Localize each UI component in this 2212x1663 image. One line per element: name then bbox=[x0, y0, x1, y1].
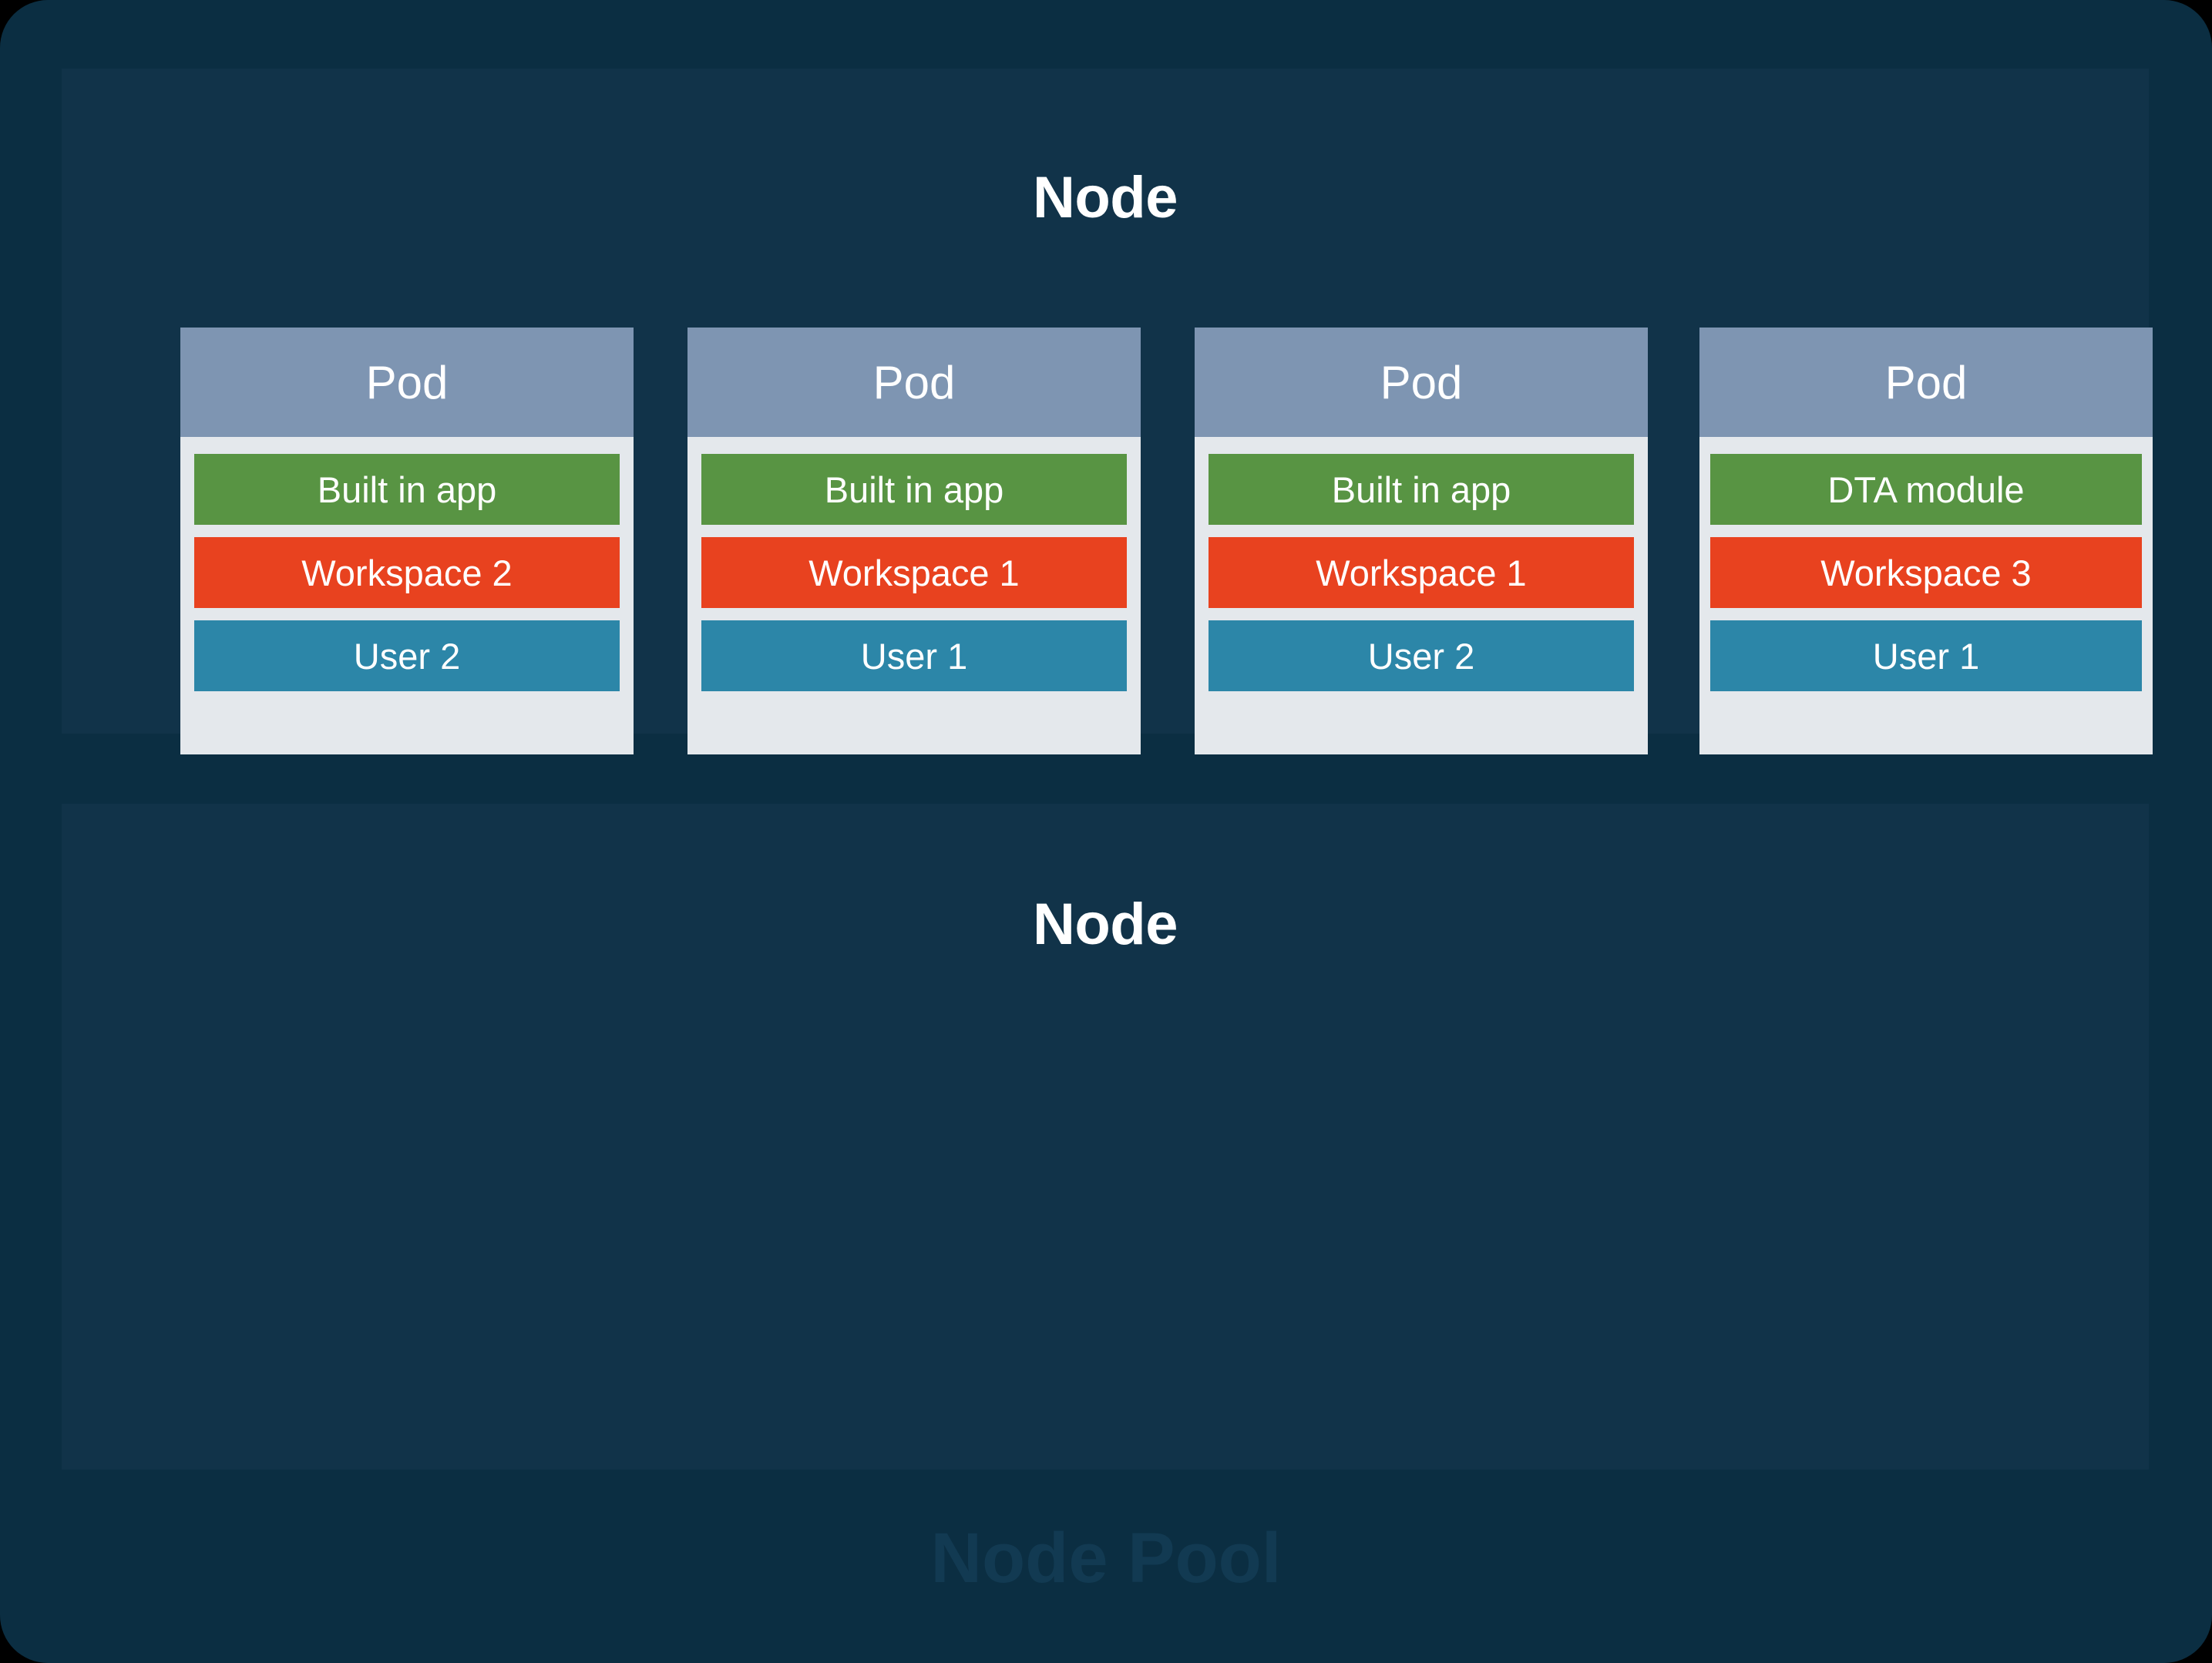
pod-card: Pod Built in app Workspace 2 User 2 bbox=[180, 328, 634, 754]
pod-layer-user: User 1 bbox=[701, 620, 1127, 691]
pod-body: DTA module Workspace 3 User 1 bbox=[1699, 437, 2153, 754]
node-pool-watermark: Node Pool bbox=[930, 1519, 1282, 1597]
pod-body: Built in app Workspace 1 User 1 bbox=[687, 437, 1141, 754]
pod-card: Pod Built in app Workspace 1 User 1 bbox=[687, 328, 1141, 754]
pod-card: Pod DTA module Workspace 3 User 1 bbox=[1699, 328, 2153, 754]
pod-body: Built in app Workspace 2 User 2 bbox=[180, 437, 634, 754]
pod-body: Built in app Workspace 1 User 2 bbox=[1195, 437, 1648, 754]
pod-layer-workspace: Workspace 3 bbox=[1710, 537, 2142, 608]
pod-header-label: Pod bbox=[687, 328, 1141, 437]
pod-layer-app: DTA module bbox=[1710, 454, 2142, 525]
pod-layer-app: Built in app bbox=[1209, 454, 1634, 525]
pod-layer-workspace: Workspace 1 bbox=[1209, 537, 1634, 608]
pod-layer-user: User 2 bbox=[194, 620, 620, 691]
node-2-title: Node bbox=[1033, 892, 1178, 957]
node-panel-1: Node Pod Built in app Workspace 2 User 2… bbox=[62, 69, 2153, 754]
pod-layer-workspace: Workspace 1 bbox=[701, 537, 1127, 608]
pod-layer-user: User 2 bbox=[1209, 620, 1634, 691]
pod-header-label: Pod bbox=[1699, 328, 2153, 437]
pod-header-label: Pod bbox=[1195, 328, 1648, 437]
pod-layer-user: User 1 bbox=[1710, 620, 2142, 691]
pod-card: Pod Built in app Workspace 1 User 2 bbox=[1195, 328, 1648, 754]
pod-header-label: Pod bbox=[180, 328, 634, 437]
pod-layer-workspace: Workspace 2 bbox=[194, 537, 620, 608]
pod-layer-app: Built in app bbox=[194, 454, 620, 525]
pod-layer-app: Built in app bbox=[701, 454, 1127, 525]
node-1-title: Node bbox=[1033, 165, 1178, 230]
node-panel-2: Node Pod R console Workspace 3 User 1 Po… bbox=[62, 804, 2149, 1470]
